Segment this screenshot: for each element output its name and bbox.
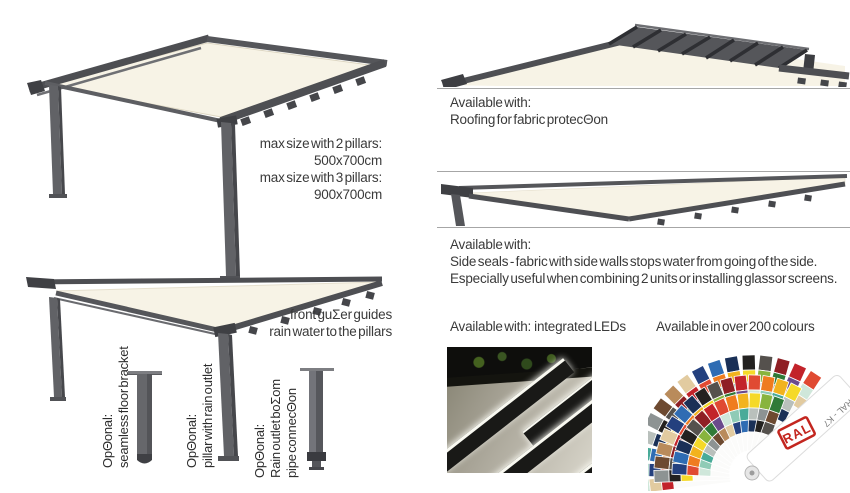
gutter-note-line-2: rain water to the pillars — [269, 324, 392, 339]
pillar-option-label-floor-bracket: OpΘonal: seamless floor bracket — [100, 346, 132, 468]
back-rail-endcap — [26, 277, 56, 289]
front-gutter-rail — [219, 59, 387, 125]
front-pillar — [216, 115, 240, 281]
side-seals-note: Available with: Side seals - fabric with… — [450, 236, 850, 287]
fabric-panel — [445, 37, 845, 86]
back-rail-endcap — [27, 80, 45, 95]
pillar-body — [309, 371, 316, 452]
pillar-base — [137, 454, 152, 464]
gutter-note-line-1: front guΣer guides — [289, 307, 392, 322]
left-edge-rail — [44, 81, 222, 123]
gutter-note: front guΣer guides rain water to the pil… — [230, 306, 392, 340]
gutter-teeth — [248, 290, 375, 335]
pillar-option-label-rain-outlet: OpΘonal: pillar with rain outlet — [184, 364, 216, 468]
pillar-option-label-pipe-connection: OpΘonal: Rain outlet boΣom pipe connecΘo… — [252, 379, 300, 478]
front-pillar-with-rain-outlet — [213, 322, 239, 461]
front-gutter-rail — [221, 280, 383, 334]
wall-bracket — [441, 184, 473, 198]
roofing-title: Available with: — [450, 95, 532, 110]
roofing-desc: Roofing for fabric protecΘon — [450, 112, 608, 127]
divider-line — [437, 88, 850, 89]
bottom-fitting — [307, 452, 326, 461]
max-size-line-4: 900x700cm — [314, 187, 382, 202]
divider-line — [437, 227, 850, 228]
gutter-teeth — [240, 76, 367, 126]
option-text: pipe connecΘon — [284, 388, 299, 478]
front-left-rail — [55, 290, 223, 334]
pergola-main-diagram — [27, 34, 388, 281]
side-seals-desc-2: Especially useful when combining 2 units… — [450, 271, 838, 286]
max-size-line-1: max size with 2 pillars: — [259, 136, 382, 151]
back-rail — [27, 276, 383, 285]
bracket-cap — [128, 371, 162, 374]
right-gutter-rail — [778, 64, 850, 80]
left-pillar — [49, 297, 66, 401]
integrated-leds-photo — [447, 347, 592, 473]
bracket-cap — [300, 368, 334, 371]
max-size-line-3: max size with 3 pillars: — [259, 170, 382, 185]
option-title: OpΘonal: — [100, 413, 115, 468]
colours-note: Available in over 200 colours — [656, 319, 815, 334]
gutter-teeth — [657, 194, 812, 226]
roofing-diagram — [441, 23, 850, 87]
left-rail-endcap — [441, 74, 467, 87]
roofing-note: Available with: Roofing for fabric prote… — [450, 94, 850, 128]
option-title: OpΘonal: — [252, 423, 267, 478]
divider-line — [437, 171, 850, 172]
back-rail — [28, 34, 210, 93]
pillar-floor-bracket-figure — [128, 371, 162, 464]
pillar-pipe-connection-figure — [300, 368, 334, 470]
side-seals-diagram — [441, 174, 848, 226]
option-text: seamless floor bracket — [116, 346, 131, 468]
leds-note: Available with: integrated LEDs — [450, 319, 626, 334]
option-title: OpΘonal: — [184, 413, 199, 468]
front-gutter-rail — [628, 181, 846, 222]
left-pillar — [49, 85, 67, 198]
option-text: pillar with rain outlet — [200, 363, 215, 468]
pipe-stub — [312, 461, 321, 467]
front-left-rail — [468, 193, 630, 222]
gutter-teeth — [797, 77, 847, 87]
max-size-line-2: 500x700cm — [314, 153, 382, 168]
left-pillar — [451, 194, 465, 226]
side-seals-desc-1: Side seals - fabric with side walls stop… — [450, 254, 818, 269]
option-text: Rain outlet boΣom — [268, 379, 283, 478]
ribbed-roof-panel — [608, 23, 810, 70]
side-seals-title: Available with: — [450, 237, 532, 252]
front-left-rail-profile — [53, 297, 216, 335]
max-size-note: max size with 2 pillars: 500x700cm max s… — [205, 135, 382, 203]
pergola-gutter-diagram — [26, 276, 383, 461]
right-rail — [206, 36, 388, 66]
back-rail — [458, 174, 848, 190]
